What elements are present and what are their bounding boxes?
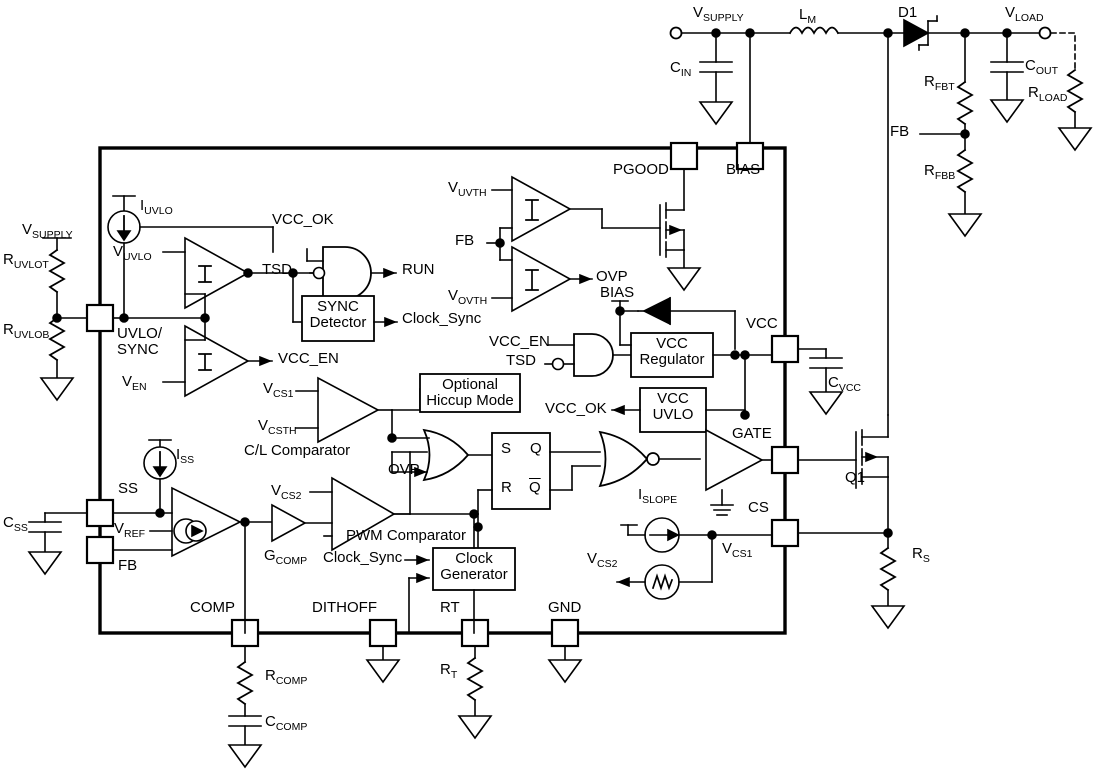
pin-label-ss: SS bbox=[118, 480, 139, 497]
label-c-ss: CSS bbox=[3, 514, 28, 534]
label-v-uvth: VUVTH bbox=[448, 179, 487, 199]
latch-label-r: R bbox=[501, 479, 512, 496]
pin-label-pgood: PGOOD bbox=[613, 161, 669, 178]
label-i-slope: ISLOPE bbox=[638, 486, 678, 506]
label-vcc-ok-out: VCC_OK bbox=[545, 400, 607, 417]
latch-label-qbar: Q bbox=[529, 479, 541, 496]
label-v-cs2-out: VCS2 bbox=[587, 550, 618, 570]
label-v-cs1: VCS1 bbox=[263, 380, 294, 400]
latch-label-q: Q bbox=[530, 440, 542, 457]
label-vcc-en-out: VCC_EN bbox=[278, 350, 339, 367]
label-clock-sync-2: Clock_Sync bbox=[323, 549, 403, 566]
latch-label-s: S bbox=[501, 440, 512, 457]
label-run: RUN bbox=[402, 261, 435, 278]
pin-label-fb: FB bbox=[118, 557, 138, 574]
label-q1: Q1 bbox=[845, 469, 866, 486]
label-fb-node: FB bbox=[890, 123, 910, 140]
label-cl-comparator: C/L Comparator bbox=[244, 442, 351, 459]
label-l-m: LM bbox=[799, 6, 817, 26]
label-d1: D1 bbox=[898, 4, 918, 21]
pin-label-dithoff: DITHOFF bbox=[312, 599, 377, 616]
label-v-uvlo: VUVLO bbox=[113, 243, 152, 263]
label-r-s: RS bbox=[912, 545, 930, 565]
label-v-supply-left: VSUPPLY bbox=[22, 221, 73, 241]
label-v-ovth: VOVTH bbox=[448, 287, 488, 307]
label-r-load: RLOAD bbox=[1028, 84, 1068, 104]
label-c-in: CIN bbox=[670, 59, 692, 79]
label-v-en: VEN bbox=[122, 373, 147, 393]
label-bias-internal: BIAS bbox=[600, 284, 635, 301]
pin-label-rt: RT bbox=[440, 599, 460, 616]
label-g-comp: GCOMP bbox=[264, 547, 308, 567]
label-r-fbt: RFBT bbox=[924, 73, 955, 93]
label-v-csth: VCSTH bbox=[258, 417, 297, 437]
label-tsd-2: TSD bbox=[506, 352, 536, 369]
label-c-out: COUT bbox=[1025, 57, 1059, 77]
label-i-uvlo: IUVLO bbox=[140, 197, 173, 217]
label-v-cs1-out: VCS1 bbox=[722, 540, 753, 560]
pin-label-gnd: GND bbox=[548, 599, 582, 616]
label-r-uvlob: RUVLOB bbox=[3, 321, 50, 341]
label-r-comp: RCOMP bbox=[265, 667, 308, 687]
pin-label-vcc: VCC bbox=[746, 315, 778, 332]
label-r-t: RT bbox=[440, 661, 458, 681]
label-i-ss: ISS bbox=[176, 446, 195, 466]
label-v-ref: VREF bbox=[114, 520, 146, 540]
label-r-fbb: RFBB bbox=[924, 162, 956, 182]
pin-label-bias: BIAS bbox=[726, 161, 761, 178]
label-v-load: VLOAD bbox=[1005, 4, 1044, 24]
label-vcc-en: VCC_EN bbox=[489, 333, 550, 350]
label-c-comp: CCOMP bbox=[265, 713, 308, 733]
label-clock-sync: Clock_Sync bbox=[402, 310, 482, 327]
label-v-cs2: VCS2 bbox=[271, 482, 302, 502]
label-v-supply: VSUPPLY bbox=[693, 4, 744, 24]
pin-label-comp: COMP bbox=[190, 599, 235, 616]
pin-label-gate: GATE bbox=[732, 425, 772, 442]
label-pwm-comparator: PWM Comparator bbox=[346, 527, 467, 544]
label-fb-input: FB bbox=[455, 232, 475, 249]
pin-label-cs: CS bbox=[748, 499, 769, 516]
pin-label-uvlo-sync: UVLO/SYNC bbox=[117, 325, 163, 358]
label-vcc-ok: VCC_OK bbox=[272, 211, 334, 228]
label-tsd: TSD bbox=[262, 261, 292, 278]
label-ovp-out: OVP bbox=[596, 268, 628, 285]
label-c-vcc: CVCC bbox=[828, 374, 862, 394]
label-ovp-in: OVP bbox=[388, 461, 420, 478]
label-r-uvlot: RUVLOT bbox=[3, 251, 49, 271]
